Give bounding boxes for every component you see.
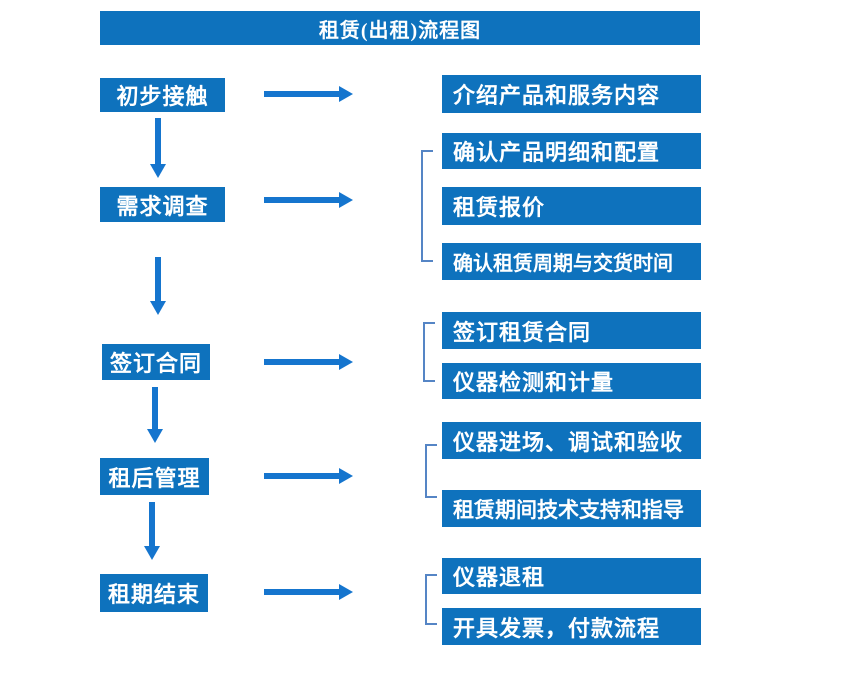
detail-box-technical-support: 租赁期间技术支持和指导 [442,490,701,527]
flow-arrow-right-icon [264,86,353,102]
detail-box-instrument-return: 仪器退租 [442,558,701,594]
detail-box-introduce-products: 介绍产品和服务内容 [442,75,701,113]
arrow-head [339,192,353,208]
arrow-shaft [264,91,339,97]
flow-arrow-right-icon [264,354,353,370]
flow-arrow-down-icon [150,118,166,178]
flow-arrow-right-icon [264,468,353,484]
arrow-head [339,354,353,370]
step-box-rental-end: 租期结束 [100,574,208,612]
step-box-post-rental-management: 租后管理 [100,458,209,495]
detail-box-invoice-payment: 开具发票，付款流程 [442,608,701,645]
arrow-shaft [264,197,339,203]
arrow-shaft [264,473,339,479]
arrow-head [147,429,163,443]
arrow-head [339,468,353,484]
step-box-initial-contact: 初步接触 [100,78,225,112]
diagram-title: 租赁(出租)流程图 [100,11,700,45]
flow-arrow-right-icon [264,192,353,208]
detail-box-confirm-period-delivery: 确认租赁周期与交货时间 [442,243,701,280]
arrow-head [339,86,353,102]
detail-box-sign-rental-contract: 签订租赁合同 [442,312,701,349]
arrow-shaft [152,387,158,429]
group-bracket [425,444,437,498]
step-box-sign-contract: 签订合同 [102,344,210,380]
detail-box-instrument-setup: 仪器进场、调试和验收 [442,422,701,459]
arrow-head [150,164,166,178]
step-box-demand-survey: 需求调查 [100,187,225,222]
arrow-head [144,546,160,560]
arrow-head [339,584,353,600]
arrow-shaft [149,502,155,546]
detail-box-rental-quotation: 租赁报价 [442,187,701,225]
flow-arrow-down-icon [150,257,166,315]
arrow-head [150,301,166,315]
arrow-shaft [264,589,339,595]
arrow-shaft [264,359,339,365]
flow-arrow-down-icon [144,502,160,560]
group-bracket [425,574,437,625]
detail-box-confirm-product-spec: 确认产品明细和配置 [442,133,701,169]
flow-arrow-down-icon [147,387,163,443]
arrow-shaft [155,118,161,164]
detail-box-instrument-inspection: 仪器检测和计量 [442,363,701,399]
arrow-shaft [155,257,161,301]
group-bracket [421,150,433,262]
flow-arrow-right-icon [264,584,353,600]
group-bracket [423,322,435,382]
